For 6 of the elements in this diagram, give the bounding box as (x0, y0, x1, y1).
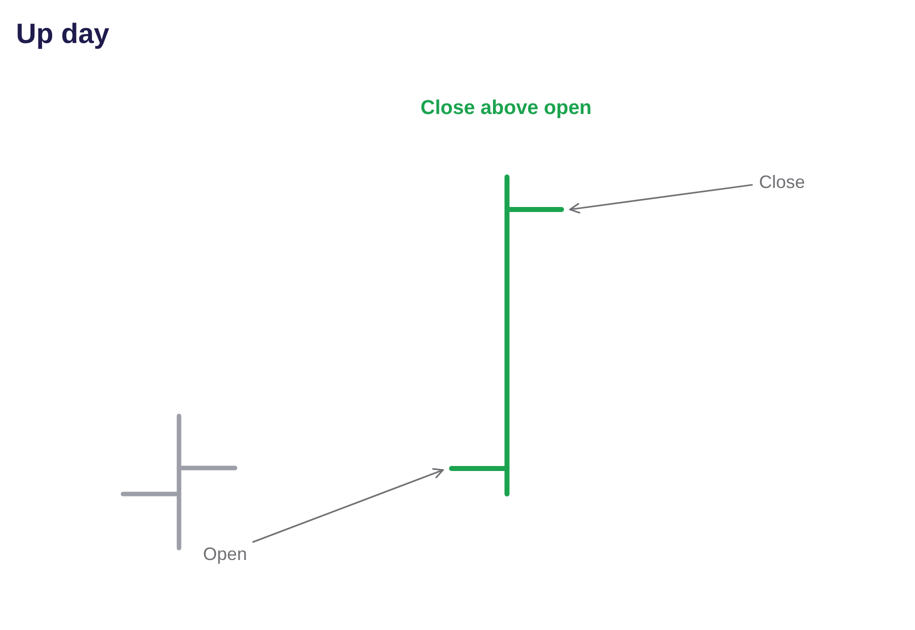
leader-line (252, 468, 444, 543)
bar-caption: Close above open (420, 97, 592, 119)
diagram-title: Up day (16, 19, 110, 50)
leader-line (569, 184, 753, 214)
callout-text: Open (203, 545, 248, 565)
callout-text: Close (759, 173, 806, 193)
